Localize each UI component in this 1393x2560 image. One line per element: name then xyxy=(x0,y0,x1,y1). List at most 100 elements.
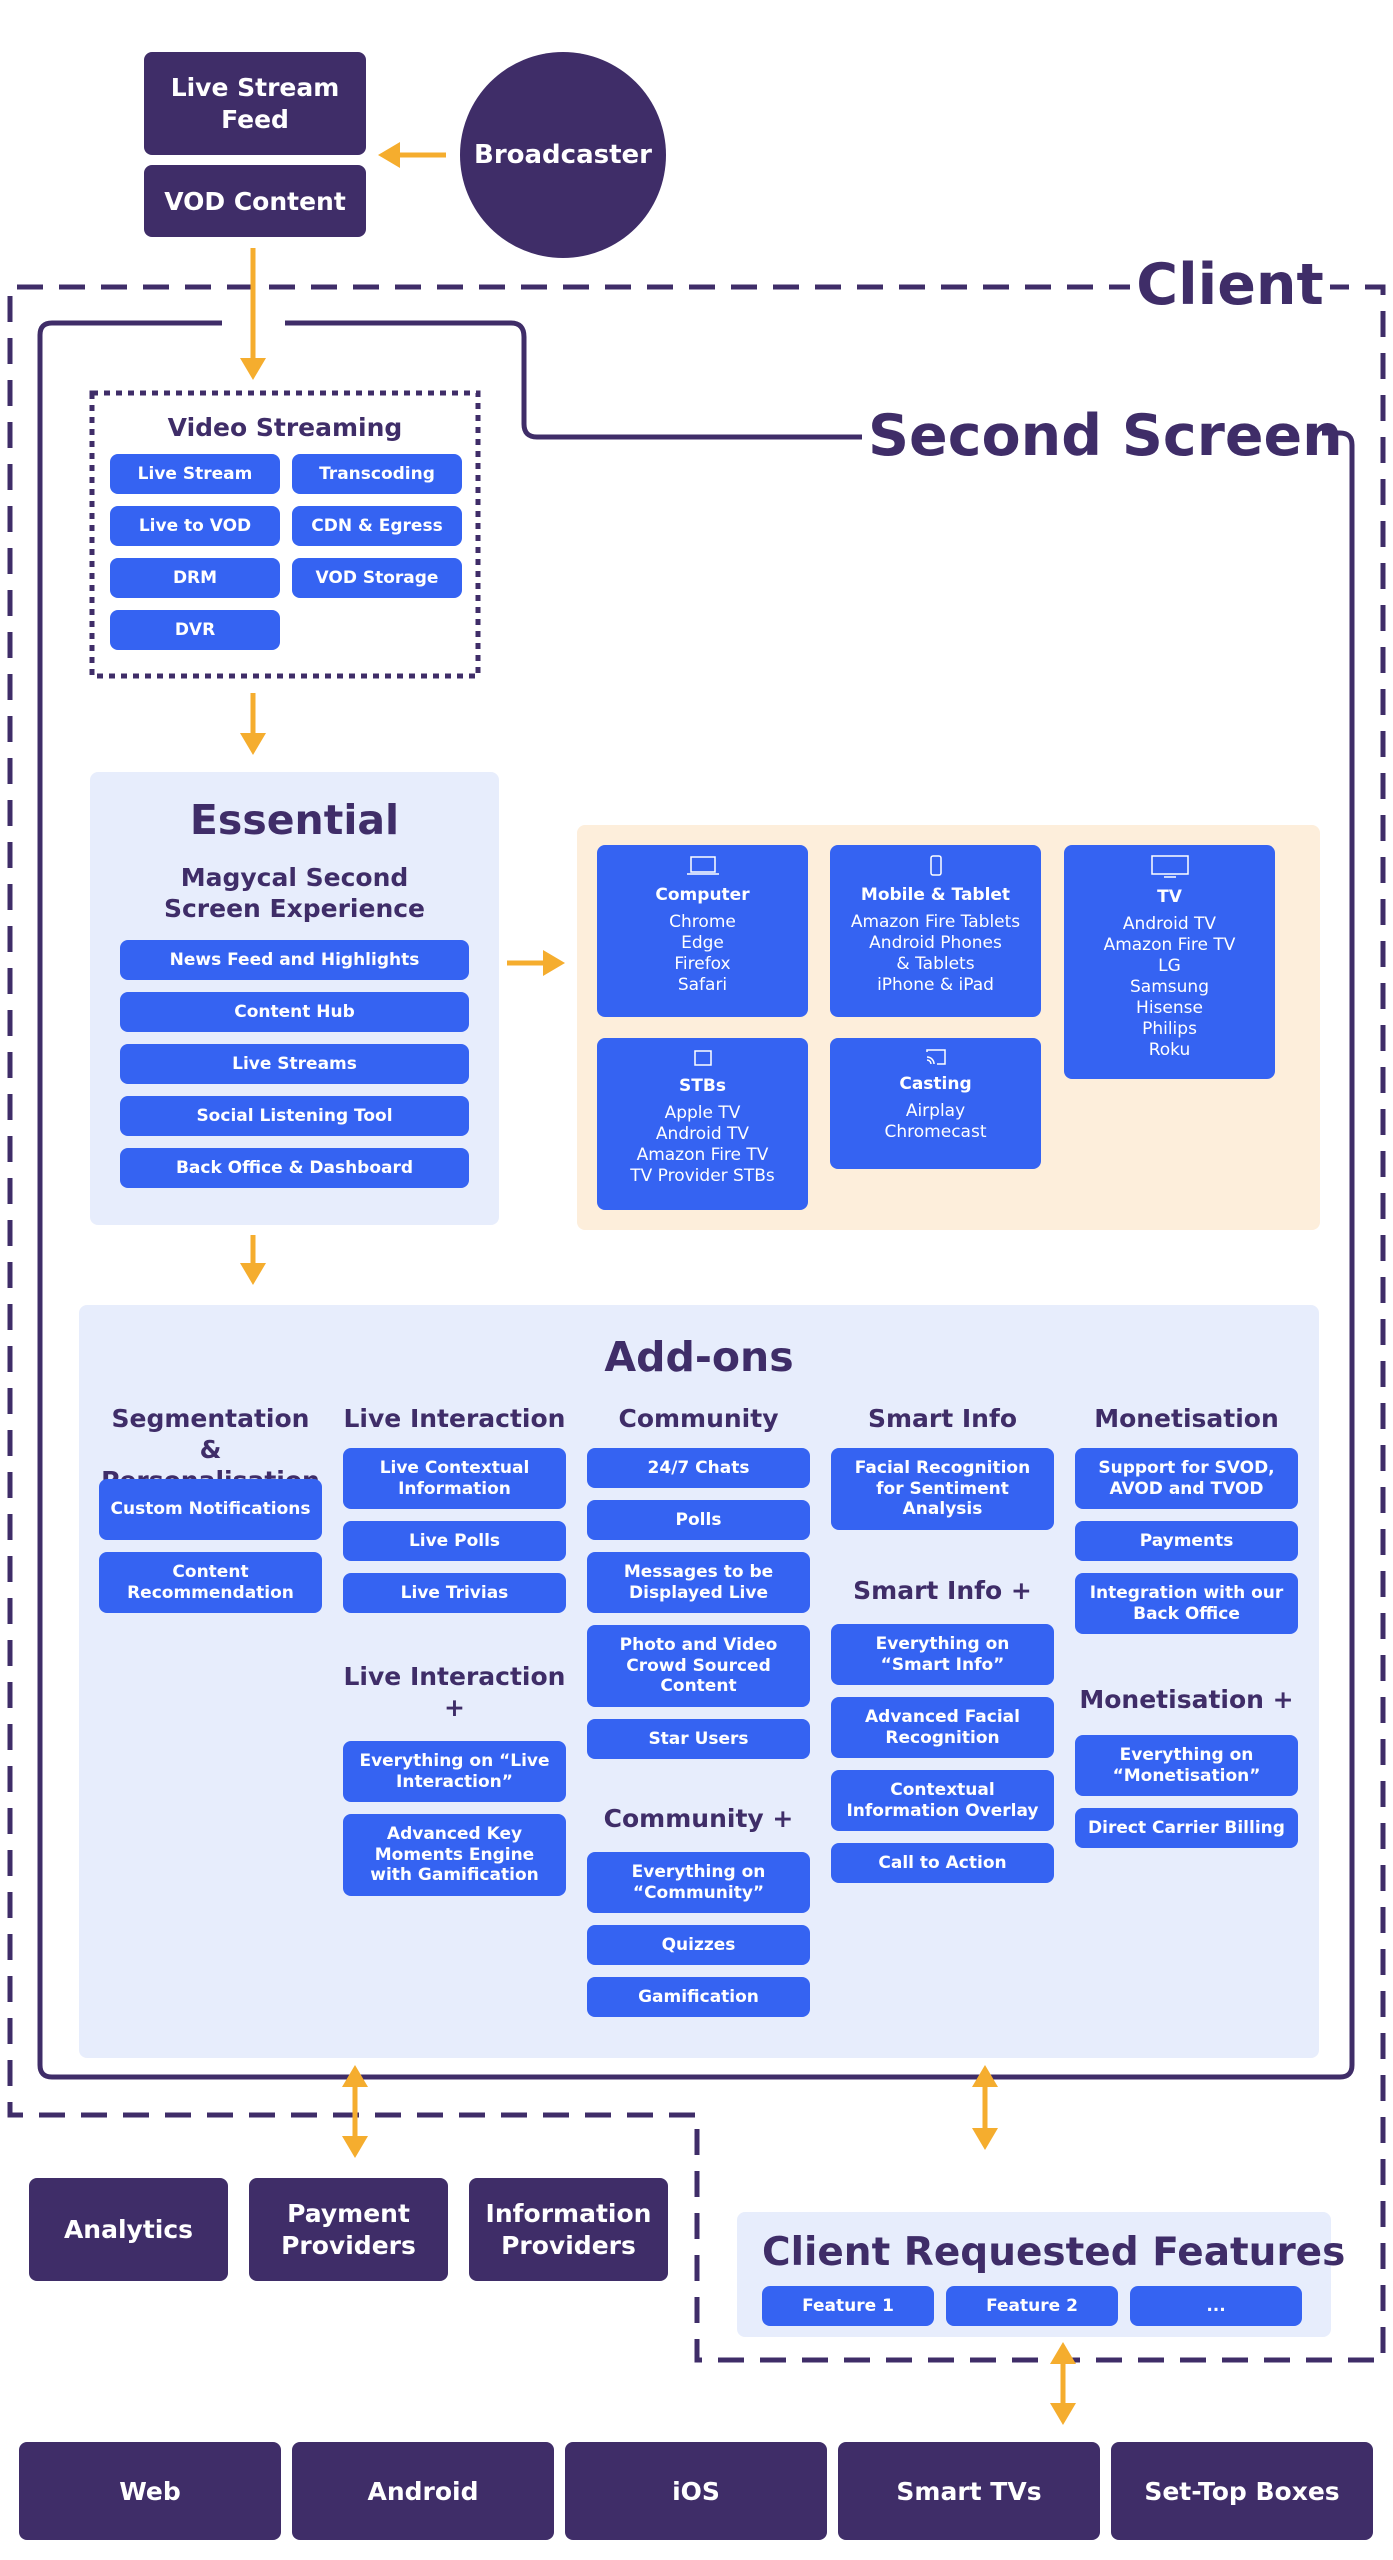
platform-label: Android xyxy=(367,2476,479,2506)
device-line: Roku xyxy=(1148,1040,1191,1060)
addon-item: Everything on “Live Interaction” xyxy=(343,1741,566,1802)
essential-title: Essential xyxy=(189,796,400,844)
device-title: TV xyxy=(1157,887,1182,907)
device-line: Amazon Fire Tablets xyxy=(850,912,1021,932)
platform-label: Set-Top Boxes xyxy=(1144,2476,1340,2506)
addon-heading: Smart Info + xyxy=(853,1576,1032,1605)
provider-label: Information Providers xyxy=(485,2199,652,2260)
addon-item: Custom Notifications xyxy=(99,1479,322,1540)
essential-panel: Essential Magycal Second Screen Experien… xyxy=(90,772,499,1225)
device-line: Android Phones xyxy=(869,933,1002,953)
vod-content-label: VOD Content xyxy=(164,186,346,216)
device-line: Hisense xyxy=(1136,998,1203,1018)
client-requested-panel: Client Requested Features Feature 1 Feat… xyxy=(737,2212,1346,2337)
addon-heading: Monetisation xyxy=(1094,1404,1279,1433)
device-line: & Tablets xyxy=(896,954,975,974)
vs-dvr: DVR xyxy=(110,610,280,650)
feature-item: Feature 1 xyxy=(762,2286,934,2326)
platform-set-top-boxes: Set-Top Boxes xyxy=(1111,2442,1373,2540)
vs-live-stream: Live Stream xyxy=(110,454,280,494)
addon-heading: Monetisation + xyxy=(1079,1685,1294,1714)
addon-item: Gamification xyxy=(587,1977,810,2017)
device-line: Safari xyxy=(677,975,728,995)
addon-item: Everything on “Smart Info” xyxy=(831,1624,1054,1685)
addon-item: Direct Carrier Billing xyxy=(1075,1808,1298,1848)
provider-label: Analytics xyxy=(63,2215,194,2244)
client-requested-title: Client Requested Features xyxy=(762,2230,1346,2275)
vs-drm: DRM xyxy=(110,558,280,598)
addon-item: Messages to be Displayed Live xyxy=(587,1552,810,1613)
addon-item: Call to Action xyxy=(831,1843,1054,1883)
addon-item: Facial Recognition for Sentiment Analysi… xyxy=(831,1448,1054,1530)
client-label: Client xyxy=(1130,250,1330,320)
live-stream-feed-box: Live Stream Feed xyxy=(144,52,366,155)
provider-information: Information Providers xyxy=(469,2178,668,2281)
addon-item: Photo and Video Crowd Sourced Content xyxy=(587,1625,810,1707)
platform-label: Web xyxy=(119,2476,181,2506)
addon-heading: Smart Info xyxy=(867,1404,1018,1433)
device-line: TV Provider STBs xyxy=(630,1166,775,1186)
device-title: Mobile & Tablet xyxy=(860,885,1011,905)
addon-live-interaction: Live Interaction Live Contextual Informa… xyxy=(343,1403,566,1896)
addon-heading: Live Interaction xyxy=(343,1404,566,1433)
device-line: Samsung xyxy=(1130,977,1209,997)
broadcaster-circle: Broadcaster xyxy=(460,52,666,258)
vod-content-box: VOD Content xyxy=(144,165,366,237)
device-line: Chromecast xyxy=(884,1122,987,1142)
vs-live-to-vod: Live to VOD xyxy=(110,506,280,546)
settop-icon xyxy=(693,1050,712,1066)
device-title: Computer xyxy=(655,885,750,905)
device-line: Edge xyxy=(681,933,724,953)
feature-item: Feature 2 xyxy=(946,2286,1118,2326)
vs-cdn-egress: CDN & Egress xyxy=(292,506,462,546)
vs-transcoding: Transcoding xyxy=(292,454,462,494)
platform-web: Web xyxy=(19,2442,281,2540)
addons-panel: Add-ons Segmentation & Personalisation C… xyxy=(79,1305,1319,2058)
platform-ios: iOS xyxy=(565,2442,827,2540)
device-line: Android TV xyxy=(1122,914,1217,934)
provider-analytics: Analytics xyxy=(29,2178,228,2281)
live-stream-feed-label: Live Stream Feed xyxy=(170,73,340,134)
cast-icon xyxy=(925,1049,946,1065)
second-screen-label: Second Screen xyxy=(868,398,1343,474)
essential-item: News Feed and Highlights xyxy=(120,940,469,980)
addon-monetisation: Monetisation Support for SVOD, AVOD and … xyxy=(1075,1403,1298,1848)
addon-community: Community 24/7 Chats Polls Messages to b… xyxy=(587,1403,810,2017)
addon-item: Payments xyxy=(1075,1521,1298,1561)
essential-item: Content Hub xyxy=(120,992,469,1032)
platform-label: iOS xyxy=(672,2476,720,2506)
addon-item: Live Polls xyxy=(343,1521,566,1561)
addon-item: Integration with our Back Office xyxy=(1075,1573,1298,1634)
essential-subtitle: Magycal Second Screen Experience xyxy=(163,863,426,923)
video-streaming-section: Video Streaming Live Stream Transcoding … xyxy=(110,408,462,668)
essential-item: Back Office & Dashboard xyxy=(120,1148,469,1188)
addon-item: Star Users xyxy=(587,1719,810,1759)
addon-item: Advanced Facial Recognition xyxy=(831,1697,1054,1758)
tv-icon xyxy=(1150,855,1189,878)
addon-segmentation: Segmentation & Personalisation Custom No… xyxy=(99,1403,322,1613)
addon-heading: Community + xyxy=(603,1804,794,1833)
platform-android: Android xyxy=(292,2442,554,2540)
addons-title: Add-ons xyxy=(604,1333,794,1381)
addon-item: Live Contextual Information xyxy=(343,1448,566,1509)
essential-item: Social Listening Tool xyxy=(120,1096,469,1136)
provider-payment: Payment Providers xyxy=(249,2178,448,2281)
addon-item: Support for SVOD, AVOD and TVOD xyxy=(1075,1448,1298,1509)
device-line: Chrome xyxy=(669,912,736,932)
addon-item: Live Trivias xyxy=(343,1573,566,1613)
device-line: Android TV xyxy=(655,1124,750,1144)
addon-smart-info: Smart Info Facial Recognition for Sentim… xyxy=(831,1403,1054,1883)
broadcaster-label: Broadcaster xyxy=(474,140,652,170)
laptop-icon xyxy=(686,856,719,875)
device-title: STBs xyxy=(679,1076,726,1096)
device-line: iPhone & iPad xyxy=(877,975,994,995)
addon-item: Advanced Key Moments Engine with Gamific… xyxy=(343,1814,566,1896)
video-streaming-title: Video Streaming xyxy=(167,413,403,442)
device-line: Amazon Fire TV xyxy=(1103,935,1236,955)
device-line: Amazon Fire TV xyxy=(636,1145,769,1165)
